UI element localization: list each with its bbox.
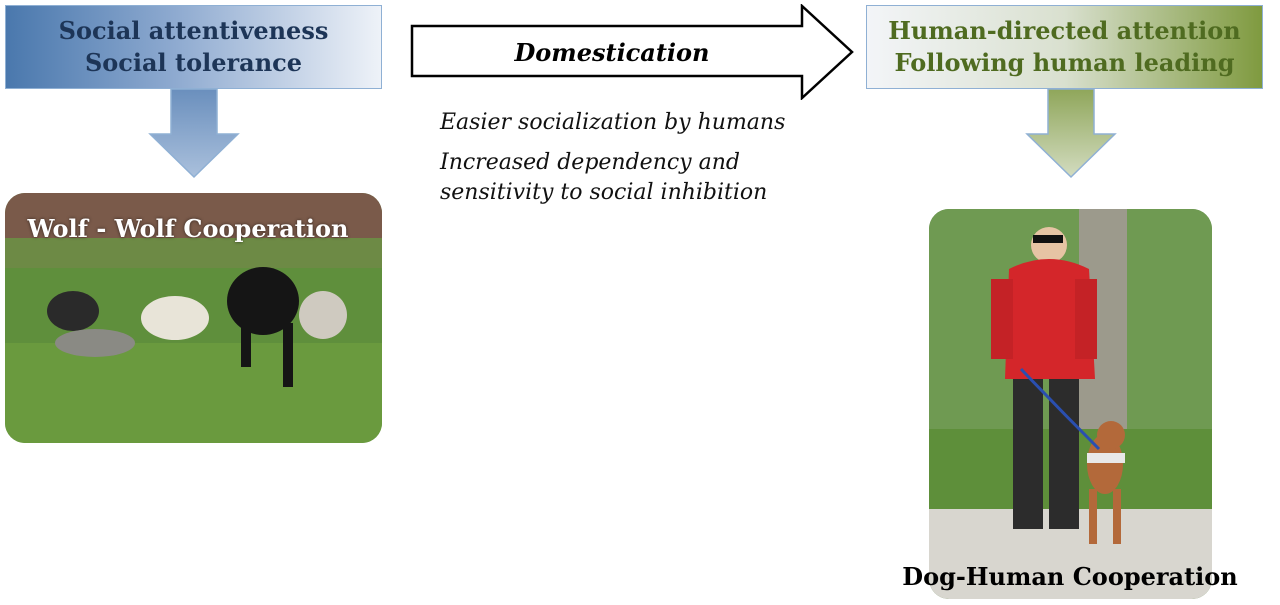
wolf-pack-photo [5,193,382,443]
dog-cooperation-caption: Dog-Human Cooperation [902,562,1238,591]
right-down-arrow [1025,89,1117,179]
dog-human-photo [929,209,1212,599]
domestication-arrow [410,4,854,100]
note-dependency-line1: Increased dependency and [440,150,740,175]
right-box-line2: Following human leading [894,48,1235,77]
left-box-line2: Social tolerance [84,48,303,77]
note-dependency: Increased dependency and sensitivity to … [440,148,767,208]
social-attentiveness-box: Social attentiveness Social tolerance [5,5,382,89]
left-box-line1: Social attentiveness [58,16,329,45]
wolf-cooperation-caption: Wolf - Wolf Cooperation [27,214,349,243]
human-directed-attention-box: Human-directed attention Following human… [866,5,1263,89]
right-box-line1: Human-directed attention [888,16,1241,45]
left-down-arrow [148,89,240,179]
note-socialization: Easier socialization by humans [440,110,786,135]
note-dependency-line2: sensitivity to social inhibition [440,180,768,205]
domestication-label: Domestication [514,38,710,67]
